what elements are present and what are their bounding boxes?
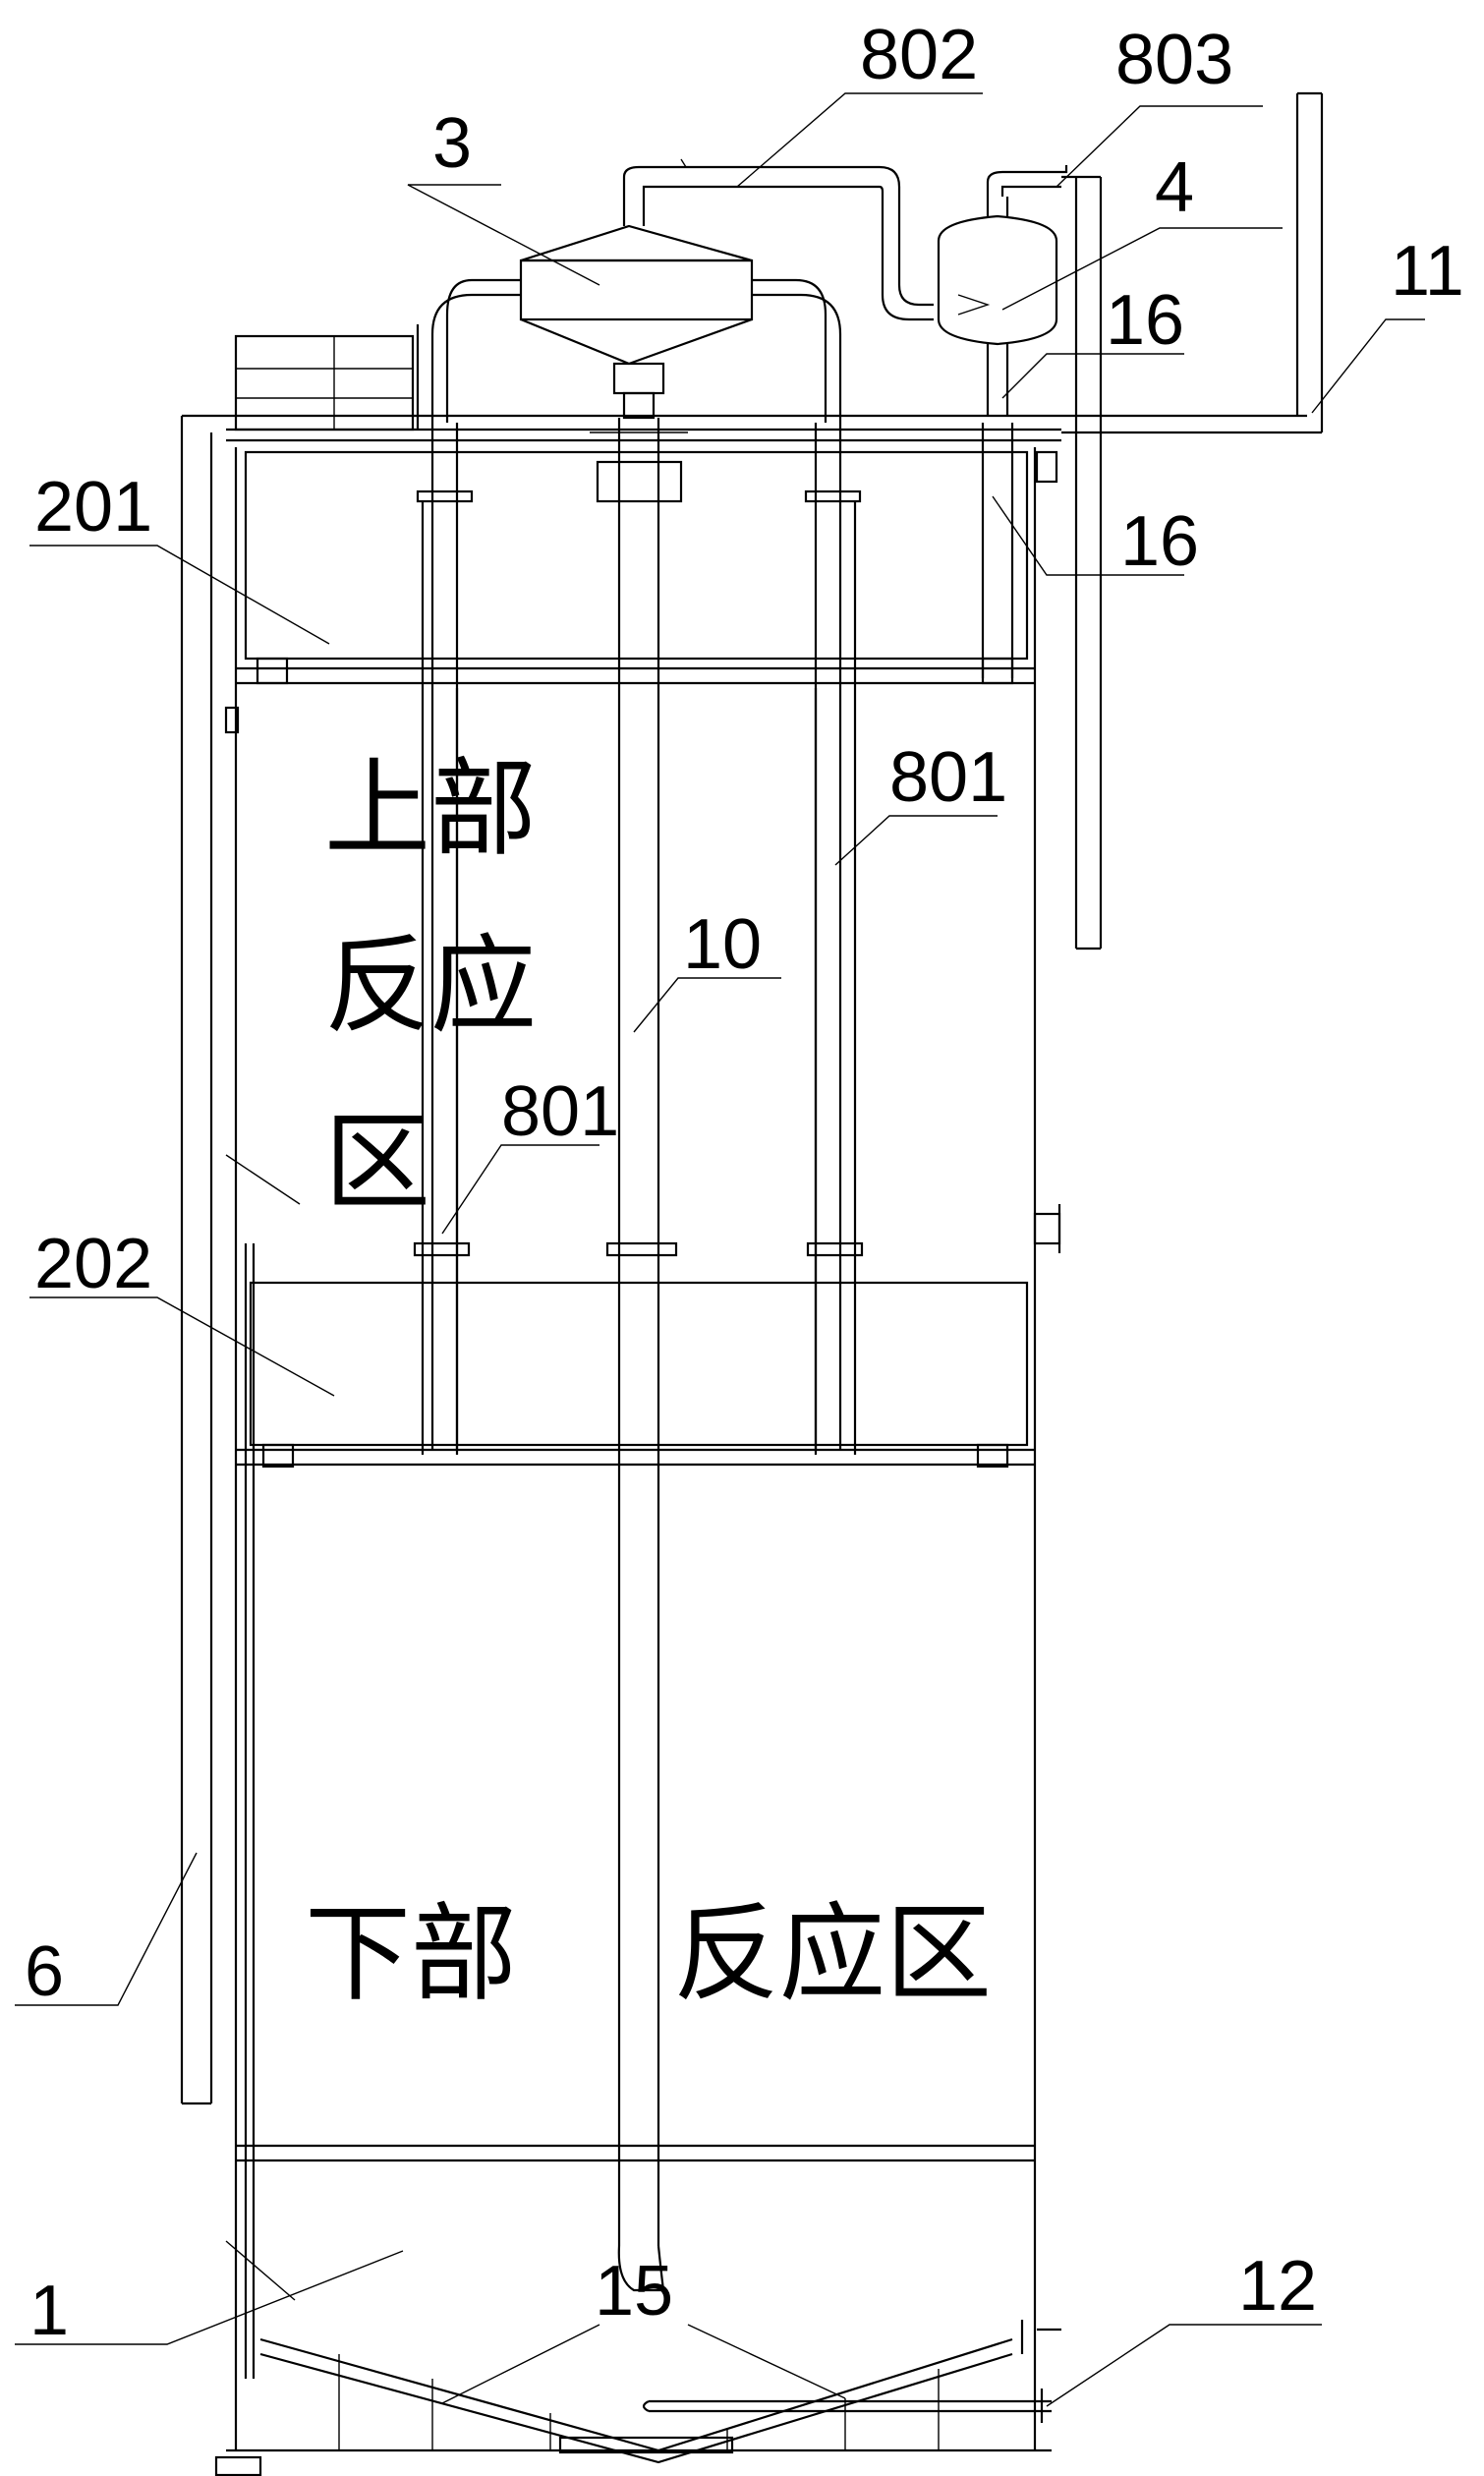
pipe-802 <box>622 158 934 321</box>
zone-labels: 上部 反应 区 下部 反应区 <box>305 748 992 2016</box>
upper-zone-line-1: 上部 <box>324 748 537 871</box>
pipe-6 <box>180 416 213 2105</box>
label-803: 803 <box>1115 21 1233 99</box>
label-16-top: 16 <box>1106 281 1184 360</box>
label-4: 4 <box>1155 148 1194 227</box>
label-202: 202 <box>34 1225 152 1303</box>
side-nozzle <box>224 706 1061 1253</box>
riser-801 <box>413 688 864 1455</box>
tray-201 <box>236 423 1058 685</box>
label-801-left: 801 <box>501 1072 619 1151</box>
top-platform <box>182 324 1307 442</box>
bottom-distributor-15 <box>259 2337 1013 2464</box>
separator-3 <box>519 197 754 420</box>
vessel-4 <box>937 197 1058 416</box>
label-201: 201 <box>34 468 152 547</box>
upper-zone-line-3: 区 <box>324 1102 430 1225</box>
label-3: 3 <box>432 104 472 183</box>
label-6: 6 <box>25 1932 64 2011</box>
label-16-bottom: 16 <box>1120 502 1199 581</box>
label-1: 1 <box>29 2272 69 2350</box>
upper-zone-line-2: 反应 <box>324 925 537 1048</box>
label-12: 12 <box>1238 2247 1317 2326</box>
leader-lines <box>15 92 1425 2407</box>
label-15: 15 <box>595 2252 673 2331</box>
level-gauge <box>225 1154 301 2379</box>
lower-zone-left: 下部 <box>305 1893 517 2016</box>
tray-202 <box>236 1281 1035 1468</box>
pipe-11 <box>1061 91 1324 434</box>
label-802: 802 <box>860 16 978 94</box>
pipe-12 <box>214 2320 1061 2476</box>
part-labels: 802 803 3 4 16 11 201 16 801 10 801 202 … <box>25 16 1464 2350</box>
label-801-right: 801 <box>889 738 1007 817</box>
label-10: 10 <box>683 905 762 984</box>
label-11: 11 <box>1391 232 1464 311</box>
pipe-803 <box>986 165 1103 950</box>
lower-zone-right: 反应区 <box>673 1893 992 2016</box>
pipe-10 <box>590 418 688 2292</box>
